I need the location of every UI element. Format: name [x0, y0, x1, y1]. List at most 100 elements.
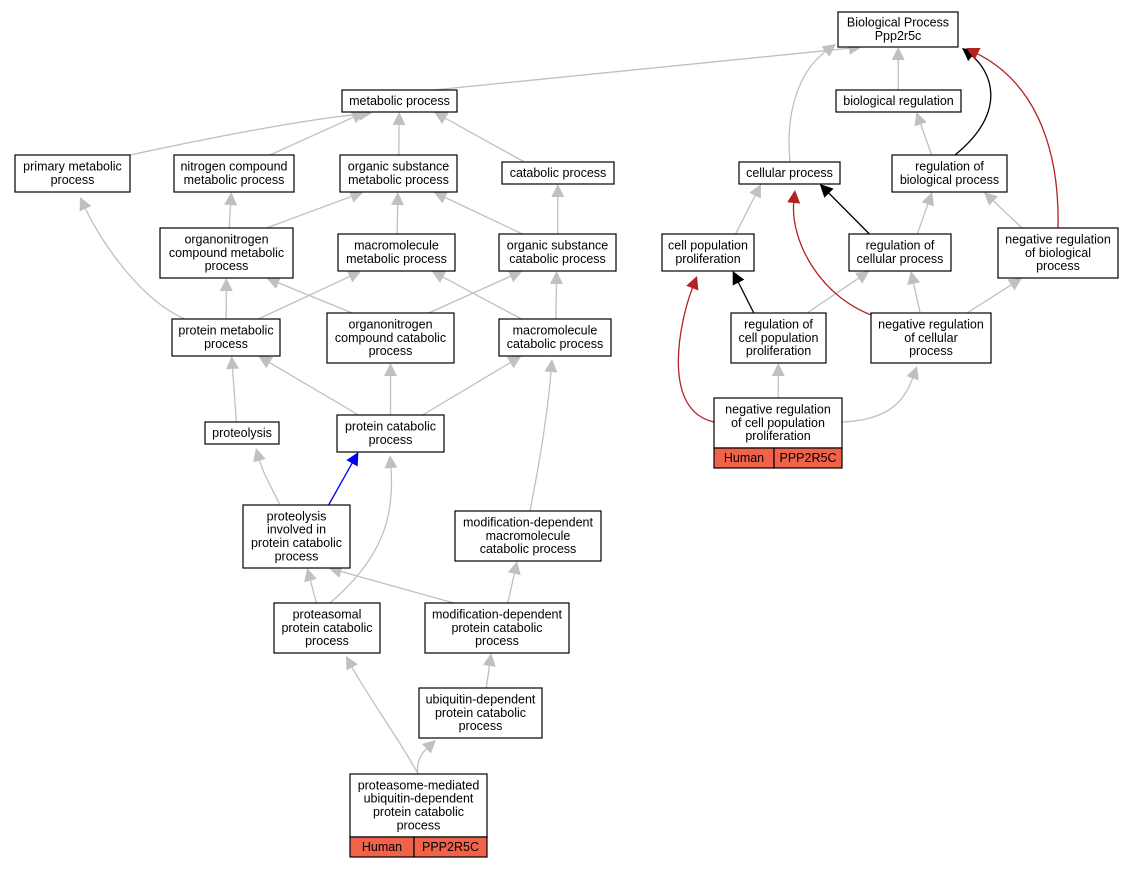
edge-line — [976, 52, 1059, 229]
edge-line — [266, 195, 353, 229]
edge-arrowhead — [348, 190, 364, 203]
edge-orgcat-to-organic — [433, 191, 523, 235]
edge-arrowhead — [79, 197, 92, 212]
term-box — [713, 397, 843, 449]
term-label-line: biological regulation — [843, 94, 954, 108]
term-label-line: of cellular — [904, 331, 958, 345]
edge-arrowhead — [551, 184, 565, 198]
edge-proteasome-to-proteasomal — [346, 656, 419, 775]
term-label-line: of biological — [1025, 246, 1091, 260]
go-term-metabolic[interactable]: metabolic process — [341, 89, 458, 113]
edge-protcat-to-macrocat — [422, 356, 522, 416]
edge-arrowhead — [266, 276, 281, 289]
edge-protmet-to-macro — [258, 270, 362, 320]
term-label-line: process — [1036, 259, 1080, 273]
term-box — [339, 154, 458, 193]
edge-moddepprot-to-proteolinv — [328, 565, 454, 604]
edge-arrowhead — [350, 111, 365, 124]
go-term-bioreg[interactable]: biological regulation — [835, 89, 962, 113]
edge-line — [428, 275, 512, 314]
term-label-line: process — [459, 719, 503, 733]
term-label-line: negative regulation — [878, 318, 984, 332]
species-label: Human — [362, 840, 402, 854]
go-term-catabolic[interactable]: catabolic process — [501, 161, 615, 185]
term-box — [501, 161, 615, 185]
edge-arrowhead — [921, 192, 934, 207]
term-label-line: proteasomal — [293, 608, 362, 622]
term-label-line: catabolic process — [509, 252, 606, 266]
term-box — [454, 510, 602, 562]
edge-arrowhead — [346, 656, 358, 671]
term-box — [326, 312, 455, 364]
edge-arrowhead — [384, 363, 397, 376]
term-label-line: protein catabolic — [451, 621, 542, 635]
term-label-line: Ppp2r5c — [875, 29, 922, 43]
edge-arrowhead — [482, 653, 496, 667]
edge-orgnitro-to-nitrogen — [224, 192, 238, 229]
edge-arrowhead — [966, 48, 981, 60]
term-box — [738, 161, 841, 185]
edge-arrowhead — [433, 191, 449, 204]
term-label-line: negative regulation — [725, 403, 831, 417]
edge-line — [444, 117, 525, 163]
term-label-line: ubiquitin-dependent — [426, 693, 536, 707]
edge-protcat-to-orgnitrocat — [384, 363, 397, 415]
term-label-line: biological process — [900, 173, 999, 187]
term-label-line: protein catabolic — [345, 420, 436, 434]
go-term-cellular[interactable]: cellular process — [738, 161, 841, 185]
term-label-line: macromolecule — [354, 239, 439, 253]
species-label: Human — [724, 451, 764, 465]
term-label-line: process — [275, 549, 319, 563]
term-box — [498, 318, 612, 357]
term-label-line: process — [369, 433, 413, 447]
edge-line — [792, 201, 881, 319]
edge-line — [433, 47, 851, 91]
term-label-line: process — [205, 259, 249, 273]
term-label-line: modification-dependent — [463, 516, 593, 530]
edge-arrowhead — [686, 276, 699, 291]
go-term-proteasome[interactable]: proteasome-mediatedubiquitin-dependentpr… — [349, 773, 488, 858]
edge-arrowhead — [854, 271, 870, 284]
term-label-line: process — [204, 337, 248, 351]
term-label-line: cell population — [739, 331, 819, 345]
go-term-moddepmacro[interactable]: modification-dependentmacromoleculecatab… — [454, 510, 602, 562]
edge-regcellpop-to-regcell — [806, 271, 870, 314]
edge-line — [966, 283, 1013, 314]
term-box — [870, 312, 992, 364]
edge-negcell-to-cellular — [787, 190, 881, 319]
edge-arrowhead — [821, 44, 836, 57]
edge-line — [268, 361, 359, 416]
term-label-line: cellular process — [746, 166, 833, 180]
term-label-line: metabolic process — [349, 94, 450, 108]
edge-line — [84, 207, 186, 320]
edge-arrowhead — [507, 270, 523, 283]
term-box — [997, 227, 1119, 279]
go-term-proteolysis[interactable]: proteolysis — [204, 421, 280, 445]
edge-arrowhead — [907, 271, 921, 286]
edge-arrowhead — [304, 568, 317, 583]
edge-arrowhead — [544, 359, 558, 373]
edge-line — [422, 361, 512, 416]
